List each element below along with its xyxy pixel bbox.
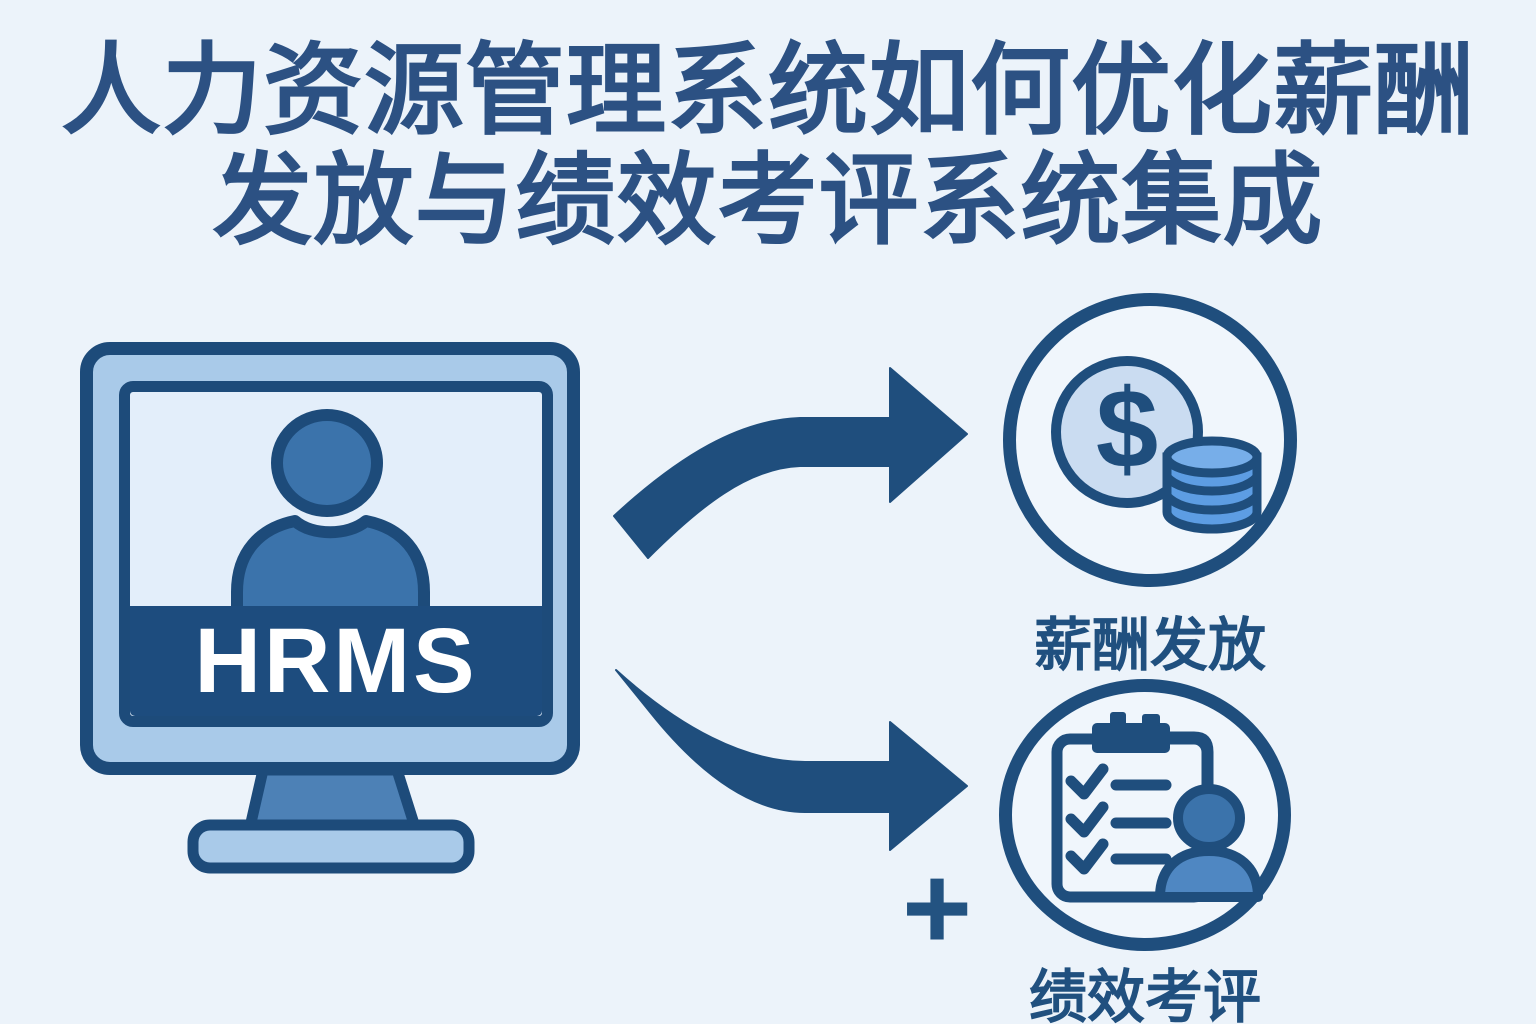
performance-label: 绩效考评	[1028, 965, 1261, 1024]
hrms-label-band: HRMS	[130, 606, 542, 716]
hrms-label: HRMS	[194, 609, 478, 712]
arrow-to-performance	[615, 669, 968, 851]
page-title: 人力资源管理系统如何优化薪酬 发放与绩效考评系统集成	[0, 36, 1536, 256]
arrow-to-payroll	[613, 367, 968, 559]
monitor-stand	[187, 764, 475, 874]
title-line-1: 人力资源管理系统如何优化薪酬	[61, 35, 1475, 147]
performance-circle	[999, 679, 1291, 951]
dollar-sign: $	[1095, 366, 1159, 491]
title-line-2: 发放与绩效考评系统集成	[212, 145, 1324, 257]
dollar-coin-icon: $	[1051, 356, 1203, 508]
payroll-label: 薪酬发放	[1033, 613, 1266, 678]
